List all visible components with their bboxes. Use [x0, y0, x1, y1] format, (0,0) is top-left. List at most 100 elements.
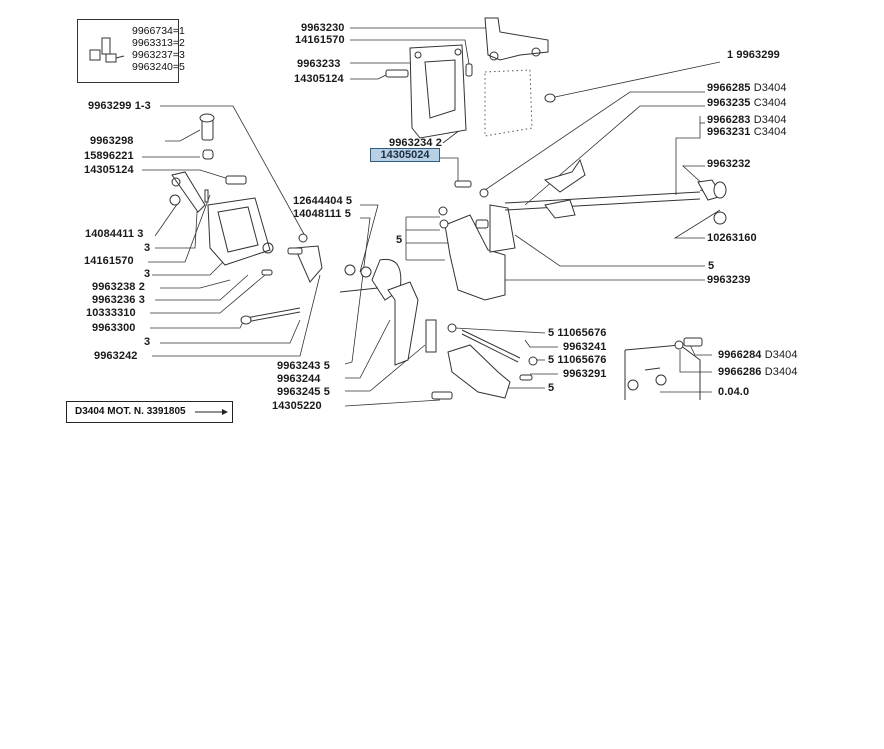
part-number: 9963232 [707, 158, 751, 170]
parts-kit-icon [89, 37, 125, 63]
part-label[interactable]: 5 [708, 260, 714, 272]
part-label[interactable]: 9963299 1-3 [88, 100, 151, 112]
part-quantity: 1 [727, 49, 734, 61]
part-number: 9963245 [277, 386, 321, 398]
part-number: 14305024 [380, 149, 430, 161]
part-quantity: 5 [345, 195, 353, 207]
part-number: 9963298 [90, 135, 134, 147]
part-label[interactable]: 9963298 [90, 135, 134, 147]
part-number: 14048111 [293, 208, 342, 220]
part-label[interactable]: 9963239 [707, 274, 751, 286]
part-number: 9963241 [563, 341, 607, 353]
part-quantity: 5 [396, 234, 403, 246]
part-number: 9966283 [707, 114, 751, 126]
part-number: 9963299 [88, 100, 132, 112]
part-label[interactable]: 5 11065676 [548, 327, 607, 339]
part-number: 0.04.0 [718, 386, 750, 398]
part-label[interactable]: 14161570 [295, 34, 345, 46]
part-number: 9963231 [707, 126, 751, 138]
part-label[interactable]: 9966285 D3404 [707, 82, 787, 94]
part-label[interactable]: 9963291 [563, 368, 607, 380]
highlighted-part-label[interactable]: 14305024 [370, 148, 440, 162]
part-quantity: 2 [138, 281, 145, 293]
part-quantity: 5 [548, 354, 555, 366]
part-quantity: 1-3 [134, 100, 151, 112]
part-label[interactable]: 9963300 [92, 322, 136, 334]
part-label[interactable]: 14305124 [294, 73, 344, 85]
part-label[interactable]: 9963232 [707, 158, 751, 170]
part-label[interactable]: 9963230 [301, 22, 345, 34]
part-number: 9966284 [718, 349, 762, 361]
part-label[interactable]: 9963231 C3404 [707, 126, 787, 138]
part-label[interactable]: 9966286 D3404 [718, 366, 798, 378]
part-number: 10263160 [707, 232, 757, 244]
part-label[interactable]: 10333310 [86, 307, 136, 319]
part-label[interactable]: 12644404 5 [293, 195, 352, 207]
part-number: 10333310 [86, 307, 136, 319]
part-quantity: 5 [548, 327, 555, 339]
engine-serial-text: D3404 MOT. N. 3391805 [75, 406, 186, 417]
part-number: 9966286 [718, 366, 762, 378]
part-number: 9963230 [301, 22, 345, 34]
part-number: 9963235 [707, 97, 751, 109]
part-number: 14084411 [85, 228, 135, 240]
part-number: 9963234 [389, 137, 433, 149]
part-quantity: 5 [323, 360, 330, 372]
engine-variant: C3404 [753, 126, 787, 138]
legend-row: 9963237=3 [132, 49, 185, 61]
part-label[interactable]: 5 [548, 382, 554, 394]
part-number: 14305220 [272, 400, 322, 412]
part-label[interactable]: 9966283 D3404 [707, 114, 787, 126]
engine-variant: D3404 [753, 82, 787, 94]
part-quantity: 3 [144, 268, 151, 280]
engine-variant: D3404 [753, 114, 787, 126]
part-label[interactable]: 9966284 D3404 [718, 349, 798, 361]
part-label[interactable]: 9963243 5 [277, 360, 330, 372]
part-number: 11065676 [557, 327, 607, 339]
part-label[interactable]: 5 [396, 234, 402, 246]
part-number: 9963244 [277, 373, 321, 385]
part-label[interactable]: 14305124 [84, 164, 134, 176]
part-quantity: 3 [138, 294, 145, 306]
engine-variant: D3404 [764, 349, 798, 361]
part-number: 9963243 [277, 360, 321, 372]
part-number: 15896221 [84, 150, 134, 162]
part-label[interactable]: 9963238 2 [92, 281, 145, 293]
part-number: 14161570 [295, 34, 345, 46]
part-label[interactable]: 5 11065676 [548, 354, 607, 366]
part-number: 9963299 [736, 49, 780, 61]
legend-box: 9966734=1 9963313=2 9963237=3 9963240=5 [77, 19, 185, 83]
part-label[interactable]: 1 9963299 [727, 49, 780, 61]
part-quantity: 5 [548, 382, 555, 394]
part-label[interactable]: 10263160 [707, 232, 757, 244]
part-number: 9963236 [92, 294, 136, 306]
part-label[interactable]: 9963234 2 [389, 137, 442, 149]
part-label[interactable]: 14161570 [84, 255, 134, 267]
part-label[interactable]: 3 [144, 268, 150, 280]
part-label[interactable]: 3 [144, 336, 150, 348]
part-label[interactable]: 9963235 C3404 [707, 97, 787, 109]
engine-variant: C3404 [753, 97, 787, 109]
part-label[interactable]: 15896221 [84, 150, 134, 162]
legend-row: 9963313=2 [132, 37, 185, 49]
part-quantity: 3 [137, 228, 144, 240]
part-quantity: 5 [344, 208, 351, 220]
part-label[interactable]: 9963244 [277, 373, 321, 385]
part-number: 9963239 [707, 274, 751, 286]
part-label[interactable]: 9963245 5 [277, 386, 330, 398]
part-quantity: 3 [144, 336, 151, 348]
part-label[interactable]: 9963242 [94, 350, 138, 362]
part-number: 9963291 [563, 368, 607, 380]
engine-serial-note: D3404 MOT. N. 3391805 [66, 401, 233, 423]
part-label[interactable]: 0.04.0 [718, 386, 749, 398]
part-label[interactable]: 14048111 5 [293, 208, 351, 220]
part-label[interactable]: 14084411 3 [85, 228, 144, 240]
part-label[interactable]: 9963233 [297, 58, 341, 70]
part-label[interactable]: 3 [144, 242, 150, 254]
part-label[interactable]: 9963236 3 [92, 294, 145, 306]
part-quantity: 5 [323, 386, 330, 398]
part-label[interactable]: 14305220 [272, 400, 322, 412]
part-label[interactable]: 9963241 [563, 341, 607, 353]
